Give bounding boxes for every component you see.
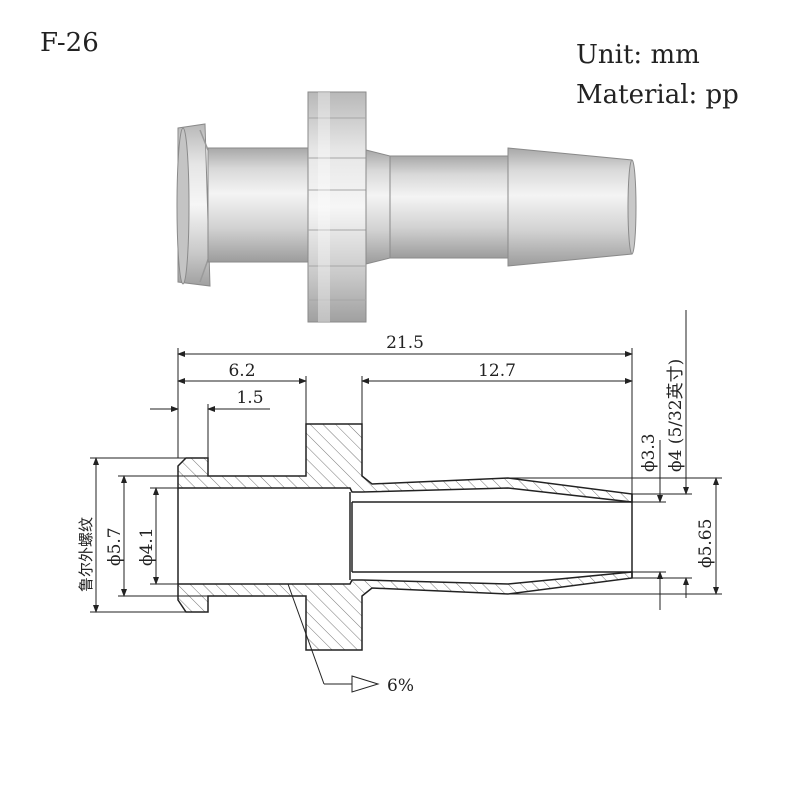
- dim-bore-large: ϕ4.1: [137, 527, 157, 566]
- dim-barb-tip: ϕ5.65: [696, 519, 716, 568]
- cross-section: [177, 423, 633, 651]
- material-label: Material: pp: [576, 80, 739, 110]
- product-render: [176, 91, 637, 323]
- dim-overall-length: 21.5: [386, 333, 424, 353]
- dim-barb-length: 12.7: [478, 361, 516, 381]
- dim-thread-start: 1.5: [236, 388, 263, 408]
- dim-bore-small: ϕ3.3: [639, 433, 659, 472]
- model-number: F-26: [40, 28, 99, 58]
- dim-od-thread: ϕ5.7: [105, 527, 125, 566]
- dim-flange-length: 6.2: [228, 361, 255, 381]
- dimension-lines: [90, 310, 722, 693]
- luer-thread-label: 鲁尔外螺纹: [77, 517, 95, 592]
- dim-taper: 6%: [387, 676, 414, 696]
- dim-barb-od: ϕ4 (5/32英寸): [666, 359, 686, 472]
- unit-label: Unit: mm: [576, 40, 700, 70]
